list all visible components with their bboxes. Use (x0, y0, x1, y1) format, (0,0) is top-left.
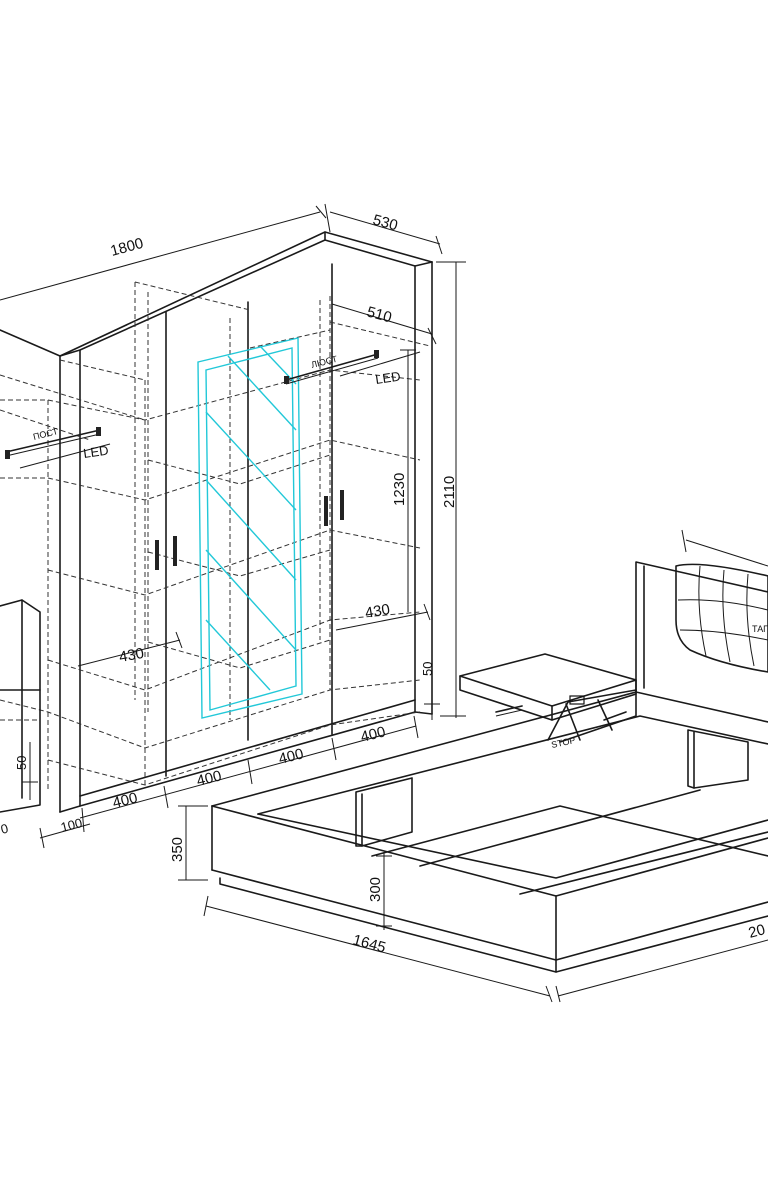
nightstand (459, 653, 637, 721)
bed-dimensions: 350 300 1645 20 (169, 529, 768, 1003)
bed-frame-front-top (211, 805, 768, 897)
rail-label-left: ПОСТ (32, 426, 59, 442)
bed: ТАП STOP (211, 561, 768, 973)
led-strip-right (339, 351, 421, 377)
dim-1230: 1230 (391, 473, 408, 506)
dim-510: 510 (365, 303, 394, 326)
headboard-label: ТАП (752, 624, 768, 634)
handle-right-b (340, 490, 344, 520)
lift-label: STOP (550, 735, 576, 750)
wardrobe: ЛЮСТ ПОСТ LED LED (0, 231, 433, 813)
dim-50-right: 50 (420, 662, 435, 676)
wardrobe-bottom-edge (59, 711, 433, 813)
handle-right-a (324, 496, 328, 526)
dim-door-400-b: 400 (195, 767, 223, 790)
wardrobe-rails (5, 350, 379, 459)
lift-mechanism: STOP (547, 689, 637, 750)
wardrobe-top-edge (0, 231, 433, 357)
dim-100: 100 (59, 815, 84, 835)
headboard-cushion: ТАП (675, 563, 768, 673)
wardrobe-plinth (79, 699, 416, 797)
wardrobe-dimensions: 1800 530 510 2110 1230 430 430 50 50 (0, 203, 466, 849)
wardrobe-top-right (59, 239, 433, 357)
dim-door-400-a: 400 (111, 789, 139, 812)
bed-frame-inner (257, 715, 768, 815)
dim-430-right: 430 (364, 601, 392, 622)
bed-base-front (211, 869, 768, 961)
headboard-panel (635, 561, 768, 693)
dim-bed-350: 350 (169, 837, 186, 862)
dim-bed-300: 300 (367, 877, 384, 902)
wardrobe-interior (0, 281, 431, 790)
handle-left-b (173, 536, 177, 566)
dim-0: 0 (0, 821, 10, 837)
dim-430-left: 430 (118, 645, 146, 666)
dim-530: 530 (371, 211, 400, 234)
dim-1800: 1800 (109, 235, 146, 260)
dim-door-400-d: 400 (359, 723, 387, 746)
led-label-right: LED (374, 369, 401, 387)
dim-bed-1645: 1645 (351, 931, 388, 956)
dim-2110: 2110 (441, 476, 458, 508)
wardrobe-handles (155, 490, 344, 570)
bed-frame-front-inner (257, 813, 768, 879)
rail-label-right: ЛЮСТ (310, 354, 339, 370)
dim-door-400-c: 400 (277, 745, 305, 768)
side-cabinet (0, 599, 41, 813)
handle-left-a (155, 540, 159, 570)
led-label-left: LED (82, 443, 109, 461)
dim-bed-20: 20 (747, 921, 768, 942)
led-strip-left (19, 443, 111, 469)
wardrobe-glass-panel (197, 337, 303, 719)
dim-50-left: 50 (14, 756, 29, 770)
